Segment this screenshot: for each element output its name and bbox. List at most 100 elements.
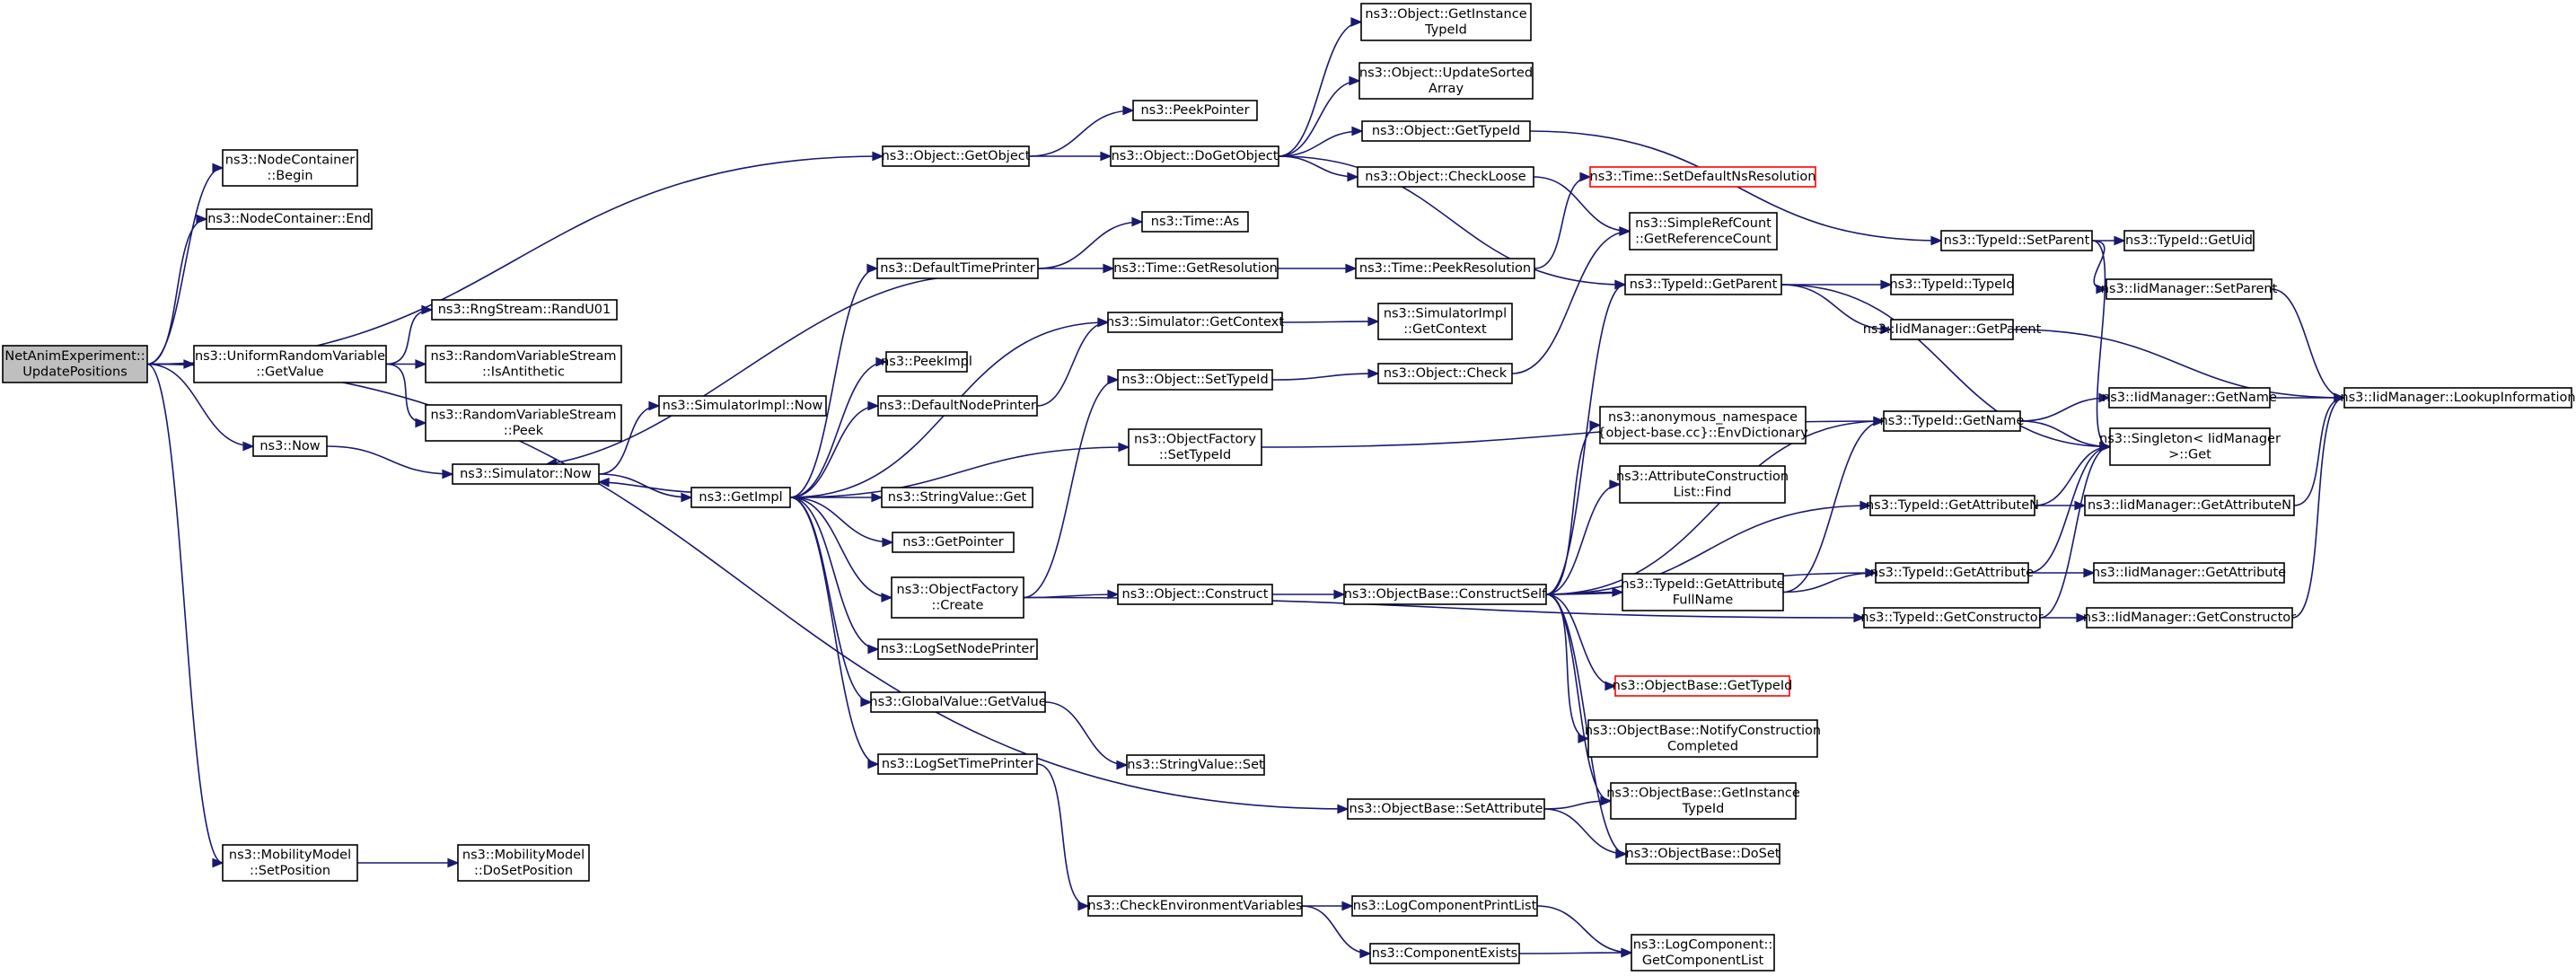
node-box[interactable] — [222, 844, 358, 882]
node-box[interactable] — [892, 532, 1015, 553]
node-gv_getvalue[interactable]: ns3::GlobalValue::GetValue — [869, 691, 1047, 713]
node-box[interactable] — [2093, 562, 2285, 584]
node-box[interactable] — [1126, 754, 1265, 776]
node-iid_getattributen[interactable]: ns3::IidManager::GetAttributeN — [2084, 495, 2295, 516]
node-of_create[interactable]: ns3::ObjectFactory::Create — [891, 576, 1024, 619]
node-simplerefcount[interactable]: ns3::SimpleRefCount::GetReferenceCount — [1629, 212, 1778, 251]
node-box[interactable] — [1377, 363, 1513, 384]
node-box[interactable] — [1361, 120, 1531, 142]
node-box[interactable] — [1599, 406, 1807, 444]
node-box[interactable] — [877, 395, 1038, 417]
node-nc_end[interactable]: ns3::NodeContainer::End — [206, 208, 373, 230]
node-ob_notifyconstruction[interactable]: ns3::ObjectBase::NotifyConstructionCompl… — [1585, 719, 1821, 758]
node-typeid_typeid[interactable]: ns3::TypeId::TypeId — [1889, 274, 2015, 295]
node-box[interactable] — [425, 345, 622, 383]
node-box[interactable] — [2108, 387, 2271, 409]
node-obj_construct[interactable]: ns3::Object::Construct — [1117, 584, 1273, 605]
node-getpointer[interactable]: ns3::GetPointer — [892, 532, 1015, 553]
node-time_setdefaultnsres[interactable]: ns3::Time::SetDefaultNsResolution — [1589, 166, 1816, 188]
node-iid_lookupinfo[interactable]: ns3::IidManager::LookupInformation — [2340, 387, 2576, 409]
node-componentexists[interactable]: ns3::ComponentExists — [1369, 943, 1520, 964]
node-simimpl_now[interactable]: ns3::SimulatorImpl::Now — [658, 395, 827, 417]
node-getimpl[interactable]: ns3::GetImpl — [690, 487, 791, 508]
node-box[interactable] — [877, 638, 1038, 660]
node-box[interactable] — [658, 395, 827, 417]
node-obj_gettypeid[interactable]: ns3::Object::GetTypeId — [1361, 120, 1531, 142]
node-rvs_isanti[interactable]: ns3::RandomVariableStream::IsAntithetic — [425, 345, 622, 383]
node-typeid_getattribute[interactable]: ns3::TypeId::GetAttribute — [1870, 562, 2034, 584]
node-ob_constructself[interactable]: ns3::ObjectBase::ConstructSelf — [1343, 584, 1547, 605]
node-box[interactable] — [1107, 312, 1283, 333]
node-box[interactable] — [1087, 895, 1303, 917]
node-default_node_printer[interactable]: ns3::DefaultNodePrinter — [877, 395, 1038, 417]
node-box[interactable] — [876, 258, 1039, 279]
node-iid_getname[interactable]: ns3::IidManager::GetName — [2102, 387, 2277, 409]
node-box[interactable] — [1883, 410, 2021, 432]
node-iid_getattribute[interactable]: ns3::IidManager::GetAttribute — [2092, 562, 2286, 584]
node-box[interactable] — [881, 487, 1033, 508]
node-box[interactable] — [431, 299, 618, 321]
node-obj_getobject[interactable]: ns3::Object::GetObject — [882, 145, 1031, 167]
node-box[interactable] — [2343, 387, 2572, 409]
node-logcomponentprintlist[interactable]: ns3::LogComponentPrintList — [1351, 895, 1538, 917]
node-iid_setparent[interactable]: ns3::IidManager::SetParent — [2101, 278, 2278, 300]
node-simimpl_getcontext[interactable]: ns3::SimulatorImpl::GetContext — [1377, 303, 1513, 340]
node-box[interactable] — [2, 345, 148, 383]
node-box[interactable] — [1347, 798, 1545, 820]
node-iid_getconstructor[interactable]: ns3::IidManager::GetConstructor — [2083, 607, 2296, 629]
node-sim_now[interactable]: ns3::Simulator::Now — [452, 463, 600, 485]
node-box[interactable] — [1875, 562, 2029, 584]
node-box[interactable] — [1625, 843, 1780, 865]
node-box[interactable] — [1629, 212, 1778, 251]
node-box[interactable] — [1358, 62, 1534, 100]
node-obj_checkloose[interactable]: ns3::Object::CheckLoose — [1357, 166, 1534, 188]
node-box[interactable] — [425, 404, 622, 442]
node-typeid_getconstructor[interactable]: ns3::TypeId::GetConstructor — [1860, 607, 2044, 629]
node-obj_settypeid[interactable]: ns3::Object::SetTypeId — [1117, 369, 1273, 391]
node-box[interactable] — [1631, 934, 1775, 972]
node-box[interactable] — [1117, 584, 1273, 605]
node-box[interactable] — [1624, 274, 1782, 295]
node-box[interactable] — [1619, 465, 1786, 504]
node-logcomponent_getlist[interactable]: ns3::LogComponent::GetComponentList — [1631, 934, 1775, 972]
node-nc_begin[interactable]: ns3::NodeContainer::Begin — [222, 149, 358, 187]
node-box[interactable] — [690, 487, 791, 508]
node-box[interactable] — [1622, 573, 1784, 611]
node-box[interactable] — [1132, 100, 1258, 121]
node-box[interactable] — [252, 435, 328, 457]
node-typeid_setparent[interactable]: ns3::TypeId::SetParent — [1940, 230, 2093, 251]
node-typeid_getname[interactable]: ns3::TypeId::GetName — [1880, 410, 2025, 432]
node-default_time_printer[interactable]: ns3::DefaultTimePrinter — [876, 258, 1039, 279]
node-time_getresolution[interactable]: ns3::Time::GetResolution — [1112, 258, 1279, 279]
node-rng_randu01[interactable]: ns3::RngStream::RandU01 — [431, 299, 618, 321]
node-box[interactable] — [1377, 303, 1513, 340]
node-ob_setattribute[interactable]: ns3::ObjectBase::SetAttribute — [1347, 798, 1545, 820]
node-rvs_peek[interactable]: ns3::RandomVariableStream::Peek — [425, 404, 622, 442]
node-peekimpl[interactable]: ns3::PeekImpl — [881, 351, 972, 373]
node-box[interactable] — [1589, 166, 1816, 188]
node-box[interactable] — [1890, 274, 2014, 295]
node-logsetnodeprinter[interactable]: ns3::LogSetNodePrinter — [877, 638, 1038, 660]
node-box[interactable] — [1357, 166, 1534, 188]
node-box[interactable] — [1128, 428, 1262, 466]
node-box[interactable] — [885, 351, 968, 373]
node-box[interactable] — [1890, 319, 2014, 340]
node-box[interactable] — [1360, 3, 1532, 41]
node-box[interactable] — [2084, 495, 2295, 516]
node-mm_setpos[interactable]: ns3::MobilityModel::SetPosition — [222, 844, 358, 882]
node-box[interactable] — [1869, 495, 2035, 516]
node-box[interactable] — [1110, 145, 1279, 167]
node-box[interactable] — [193, 345, 387, 383]
node-box[interactable] — [1587, 719, 1818, 758]
node-box[interactable] — [1351, 895, 1538, 917]
node-box[interactable] — [870, 691, 1046, 713]
node-typeid_getparent[interactable]: ns3::TypeId::GetParent — [1624, 274, 1782, 295]
node-box[interactable] — [1369, 943, 1520, 964]
node-ob_doset[interactable]: ns3::ObjectBase::DoSet — [1625, 843, 1780, 865]
node-box[interactable] — [2123, 230, 2255, 251]
